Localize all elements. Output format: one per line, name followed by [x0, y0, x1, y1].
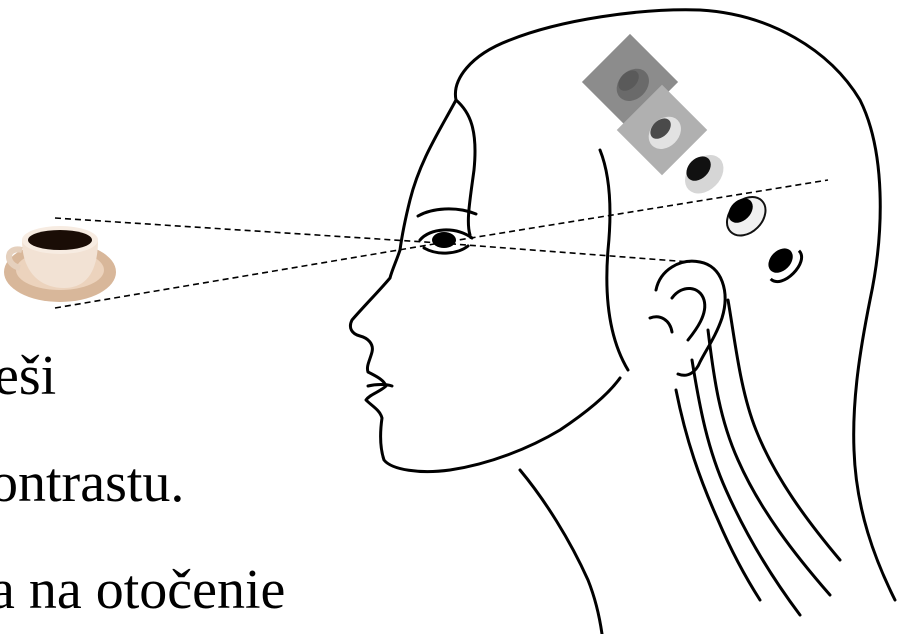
hair-line [456, 100, 475, 235]
sight-line-top [55, 218, 440, 243]
eye-pupil [432, 232, 456, 248]
ear-inner [672, 288, 705, 340]
sight-line-back-upper [440, 180, 828, 243]
hair-back-2 [708, 330, 830, 595]
sight-line-back-lower [440, 243, 690, 262]
ear-fold [650, 317, 672, 332]
ear [656, 261, 725, 375]
text-line-1: eši [0, 348, 56, 404]
text-line-2: ontrastu. [0, 455, 184, 511]
processed-cups [582, 34, 808, 288]
mouth-line [368, 385, 392, 387]
face-profile [350, 100, 620, 472]
hair-inner [600, 150, 628, 370]
coffee-cup-icon [4, 226, 116, 302]
processed-cup-stage-3 [676, 146, 731, 201]
text-line-3: a na otočenie [0, 562, 285, 618]
processed-cup-stage-5 [759, 239, 807, 287]
neck-front [520, 470, 602, 634]
coffee-liquid [28, 230, 92, 250]
hair-back-1 [728, 300, 840, 560]
hair-back-4 [676, 390, 760, 600]
